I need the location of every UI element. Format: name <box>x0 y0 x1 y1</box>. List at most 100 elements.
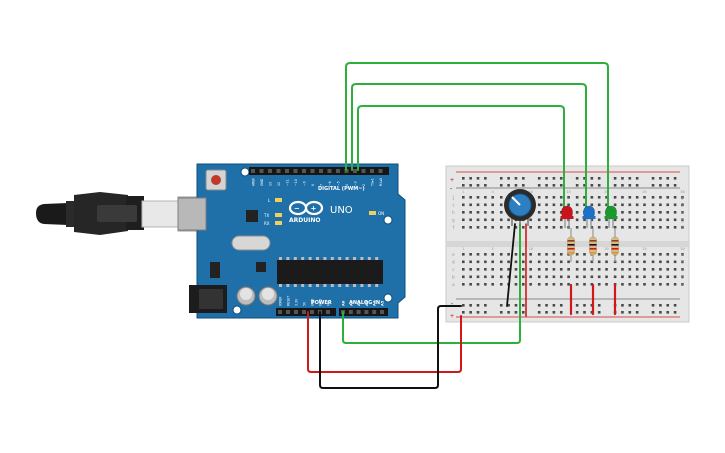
rail-hole[interactable] <box>628 177 632 180</box>
rail-hole[interactable] <box>559 311 563 314</box>
digital-pin-socket[interactable] <box>259 169 264 173</box>
rail-hole[interactable] <box>552 184 556 187</box>
terminal-hole[interactable] <box>673 268 677 271</box>
rail-hole[interactable] <box>537 177 541 180</box>
terminal-hole[interactable] <box>583 218 586 222</box>
terminal-hole[interactable] <box>681 275 684 279</box>
terminal-hole[interactable] <box>559 226 563 229</box>
terminal-hole[interactable] <box>575 196 579 199</box>
rail-hole[interactable] <box>666 311 670 314</box>
terminal-hole[interactable] <box>499 226 503 229</box>
terminal-hole[interactable] <box>469 283 472 286</box>
terminal-hole[interactable] <box>666 203 670 207</box>
terminal-hole[interactable] <box>673 253 677 256</box>
rail-hole[interactable] <box>499 184 503 187</box>
terminal-hole[interactable] <box>651 275 655 279</box>
rail-hole[interactable] <box>545 184 548 187</box>
terminal-hole[interactable] <box>507 275 510 279</box>
terminal-hole[interactable] <box>575 218 579 222</box>
power-pin-socket[interactable] <box>302 310 306 314</box>
rail-hole[interactable] <box>476 311 480 314</box>
rail-hole[interactable] <box>575 311 579 314</box>
terminal-hole[interactable] <box>621 226 624 229</box>
analog-pin-socket[interactable] <box>356 310 361 314</box>
rail-hole[interactable] <box>635 311 639 314</box>
terminal-hole[interactable] <box>499 260 503 264</box>
terminal-hole[interactable] <box>635 218 639 222</box>
terminal-hole[interactable] <box>605 268 608 271</box>
terminal-hole[interactable] <box>545 196 548 199</box>
rail-hole[interactable] <box>522 304 525 307</box>
terminal-hole[interactable] <box>643 226 646 229</box>
terminal-hole[interactable] <box>499 211 503 214</box>
terminal-hole[interactable] <box>590 260 594 264</box>
rail-hole[interactable] <box>659 311 662 314</box>
terminal-hole[interactable] <box>484 218 487 222</box>
terminal-hole[interactable] <box>476 218 480 222</box>
rail-hole[interactable] <box>507 177 510 180</box>
terminal-hole[interactable] <box>597 203 601 207</box>
digital-pin-socket[interactable] <box>344 169 349 173</box>
rail-hole[interactable] <box>552 304 556 307</box>
rail-hole[interactable] <box>522 177 525 180</box>
terminal-hole[interactable] <box>673 218 677 222</box>
rail-hole[interactable] <box>621 184 624 187</box>
wire-5v-rail[interactable] <box>307 311 462 373</box>
terminal-hole[interactable] <box>476 275 480 279</box>
blue-led[interactable] <box>582 205 596 228</box>
terminal-hole[interactable] <box>499 275 503 279</box>
terminal-hole[interactable] <box>537 253 541 256</box>
terminal-hole[interactable] <box>621 268 624 271</box>
terminal-hole[interactable] <box>462 283 465 286</box>
terminal-hole[interactable] <box>628 260 632 264</box>
terminal-hole[interactable] <box>681 260 684 264</box>
terminal-hole[interactable] <box>651 203 655 207</box>
terminal-hole[interactable] <box>559 260 563 264</box>
terminal-hole[interactable] <box>514 260 518 264</box>
terminal-hole[interactable] <box>651 268 655 271</box>
rail-hole[interactable] <box>613 184 617 187</box>
terminal-hole[interactable] <box>597 218 601 222</box>
terminal-hole[interactable] <box>552 211 556 214</box>
terminal-hole[interactable] <box>628 196 632 199</box>
terminal-hole[interactable] <box>462 218 465 222</box>
terminal-hole[interactable] <box>681 268 684 271</box>
terminal-hole[interactable] <box>545 260 548 264</box>
terminal-hole[interactable] <box>537 260 541 264</box>
terminal-hole[interactable] <box>673 260 677 264</box>
terminal-hole[interactable] <box>613 196 617 199</box>
terminal-hole[interactable] <box>643 196 646 199</box>
terminal-hole[interactable] <box>507 218 510 222</box>
rail-hole[interactable] <box>590 177 594 180</box>
rail-hole[interactable] <box>462 184 465 187</box>
terminal-hole[interactable] <box>643 283 646 286</box>
digital-pin-socket[interactable] <box>336 169 340 173</box>
arduino-board[interactable]: L TX RX ON − + ARDUINO UNO DIGITAL (PWM~… <box>177 163 406 319</box>
terminal-hole[interactable] <box>462 260 465 264</box>
terminal-hole[interactable] <box>628 253 632 256</box>
terminal-hole[interactable] <box>643 203 646 207</box>
terminal-hole[interactable] <box>613 226 617 229</box>
terminal-hole[interactable] <box>643 275 646 279</box>
terminal-hole[interactable] <box>605 253 608 256</box>
terminal-hole[interactable] <box>507 268 510 271</box>
terminal-hole[interactable] <box>507 260 510 264</box>
digital-pin-socket[interactable] <box>293 169 298 173</box>
terminal-hole[interactable] <box>590 283 594 286</box>
analog-pin-socket[interactable] <box>348 310 353 314</box>
rail-hole[interactable] <box>507 311 510 314</box>
rail-hole[interactable] <box>590 304 594 307</box>
terminal-hole[interactable] <box>537 275 541 279</box>
rail-hole[interactable] <box>559 177 563 180</box>
rail-hole[interactable] <box>552 311 556 314</box>
wire-pot-wiper-a0[interactable] <box>342 223 521 344</box>
wire-pot-ground[interactable] <box>506 223 516 307</box>
terminal-hole[interactable] <box>484 268 487 271</box>
digital-pin-socket[interactable] <box>370 169 374 173</box>
terminal-hole[interactable] <box>522 226 525 229</box>
terminal-hole[interactable] <box>469 253 472 256</box>
digital-pin-socket[interactable] <box>327 169 332 173</box>
terminal-hole[interactable] <box>605 226 608 229</box>
rail-hole[interactable] <box>613 177 617 180</box>
usb-cable[interactable] <box>36 192 199 235</box>
